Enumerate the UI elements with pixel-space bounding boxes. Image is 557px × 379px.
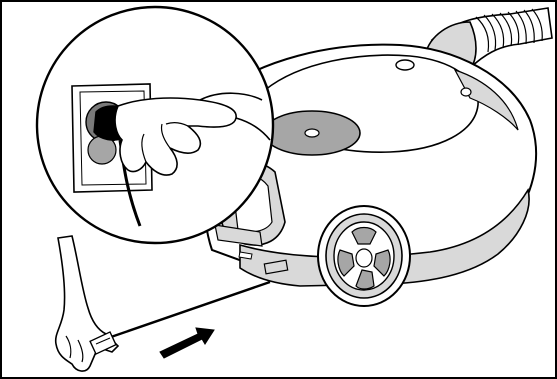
plug-detail-inset (35, 5, 275, 245)
power-cord (107, 280, 271, 340)
vacuum-body (202, 43, 538, 287)
hand-pulling-cord (54, 235, 120, 372)
wheel (317, 205, 411, 307)
direction-arrow-icon (159, 327, 215, 359)
